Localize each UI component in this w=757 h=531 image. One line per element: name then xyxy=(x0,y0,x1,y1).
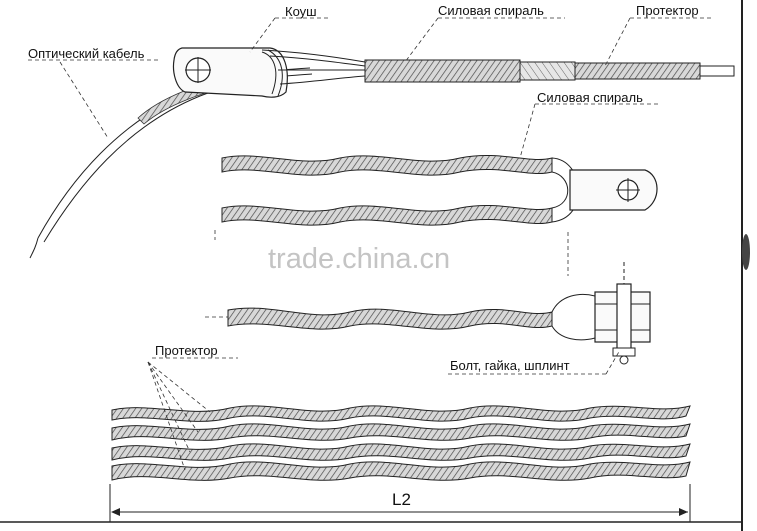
watermark-text: trade.china.cn xyxy=(268,243,450,275)
rod-3 xyxy=(111,443,691,461)
mid-thimble-plate xyxy=(569,169,658,211)
bolt-assembly xyxy=(205,262,651,365)
cotter-pin xyxy=(619,355,629,365)
protector-top xyxy=(574,62,701,80)
bolt-spiral xyxy=(227,307,553,330)
edge-shadow xyxy=(742,234,750,270)
spiral-upper-strand xyxy=(221,155,553,176)
top-assembly xyxy=(29,47,735,259)
label-bolt-nut-pin: Болт, гайка, шплинт xyxy=(450,358,570,373)
rod-4 xyxy=(111,461,691,481)
bolt xyxy=(616,283,632,351)
protector-rods xyxy=(111,405,691,481)
label-protector-top: Протектор xyxy=(636,3,699,18)
label-power-spiral-mid: Силовая спираль xyxy=(537,90,643,105)
label-thimble: Коуш xyxy=(285,4,317,19)
thimble xyxy=(172,47,288,98)
rod-2 xyxy=(111,423,691,441)
mid-assembly xyxy=(221,155,658,226)
rod-1 xyxy=(111,405,691,422)
label-optical-cable: Оптический кабель xyxy=(28,46,145,61)
spiral-lower-strand xyxy=(221,205,553,226)
label-power-spiral-top: Силовая спираль xyxy=(438,3,544,18)
label-protector-bottom: Протектор xyxy=(155,343,218,358)
bare-cable-end xyxy=(699,65,735,77)
power-spiral-top xyxy=(364,59,521,83)
label-dimension-l2: L2 xyxy=(392,490,411,509)
